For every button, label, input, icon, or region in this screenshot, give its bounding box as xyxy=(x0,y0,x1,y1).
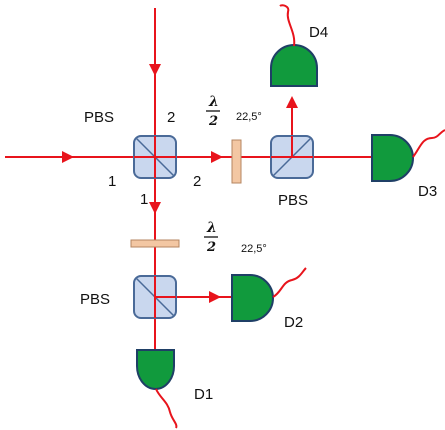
detector-icon xyxy=(136,349,175,390)
pbs-label-top: PBS xyxy=(84,109,114,126)
detector-cable xyxy=(155,388,178,429)
detector-icon xyxy=(371,134,414,182)
arrowhead-icon xyxy=(149,64,161,76)
detector-icon xyxy=(270,44,318,87)
detector-cable xyxy=(272,267,307,298)
detector-cable xyxy=(279,4,296,47)
port-label-top-2: 2 xyxy=(167,109,175,126)
waveplate-top-lambda: λ xyxy=(208,94,219,110)
detector-label-d3: D3 xyxy=(418,183,437,200)
detector-icon xyxy=(231,274,274,322)
arrowhead-icon xyxy=(286,96,298,108)
waveplate-icon xyxy=(130,239,180,248)
detector-d3 xyxy=(371,129,445,182)
beam-paths xyxy=(5,8,372,350)
waveplate-bottom-two: 2 xyxy=(206,240,216,255)
pbs-label-bottom: PBS xyxy=(80,291,110,308)
arrowhead-icon xyxy=(211,151,223,163)
waveplate-icon xyxy=(231,139,242,184)
waveplate-bottom-lambda: λ xyxy=(206,220,217,236)
waveplate-bottom-angle: 22,5° xyxy=(241,243,267,255)
beam-arrows xyxy=(62,64,298,303)
detector-d1 xyxy=(136,349,178,429)
detector-d4 xyxy=(270,4,318,87)
arrowhead-icon xyxy=(62,151,74,163)
pbs-label-right: PBS xyxy=(278,192,308,209)
detector-label-d4: D4 xyxy=(309,24,328,41)
beam-overlay xyxy=(134,136,313,318)
detector-cable xyxy=(412,129,445,158)
detector-label-d1: D1 xyxy=(194,386,213,403)
arrowhead-icon xyxy=(149,202,161,214)
port-label-right-2: 2 xyxy=(193,173,201,190)
detector-label-d2: D2 xyxy=(284,314,303,331)
port-label-left-1: 1 xyxy=(108,173,116,190)
port-label-bottom-1: 1 xyxy=(140,191,148,208)
waveplate-top-two: 2 xyxy=(208,114,218,129)
detector-d2 xyxy=(231,267,307,322)
waveplate-top-angle: 22,5° xyxy=(236,111,262,123)
arrowhead-icon xyxy=(209,291,221,303)
